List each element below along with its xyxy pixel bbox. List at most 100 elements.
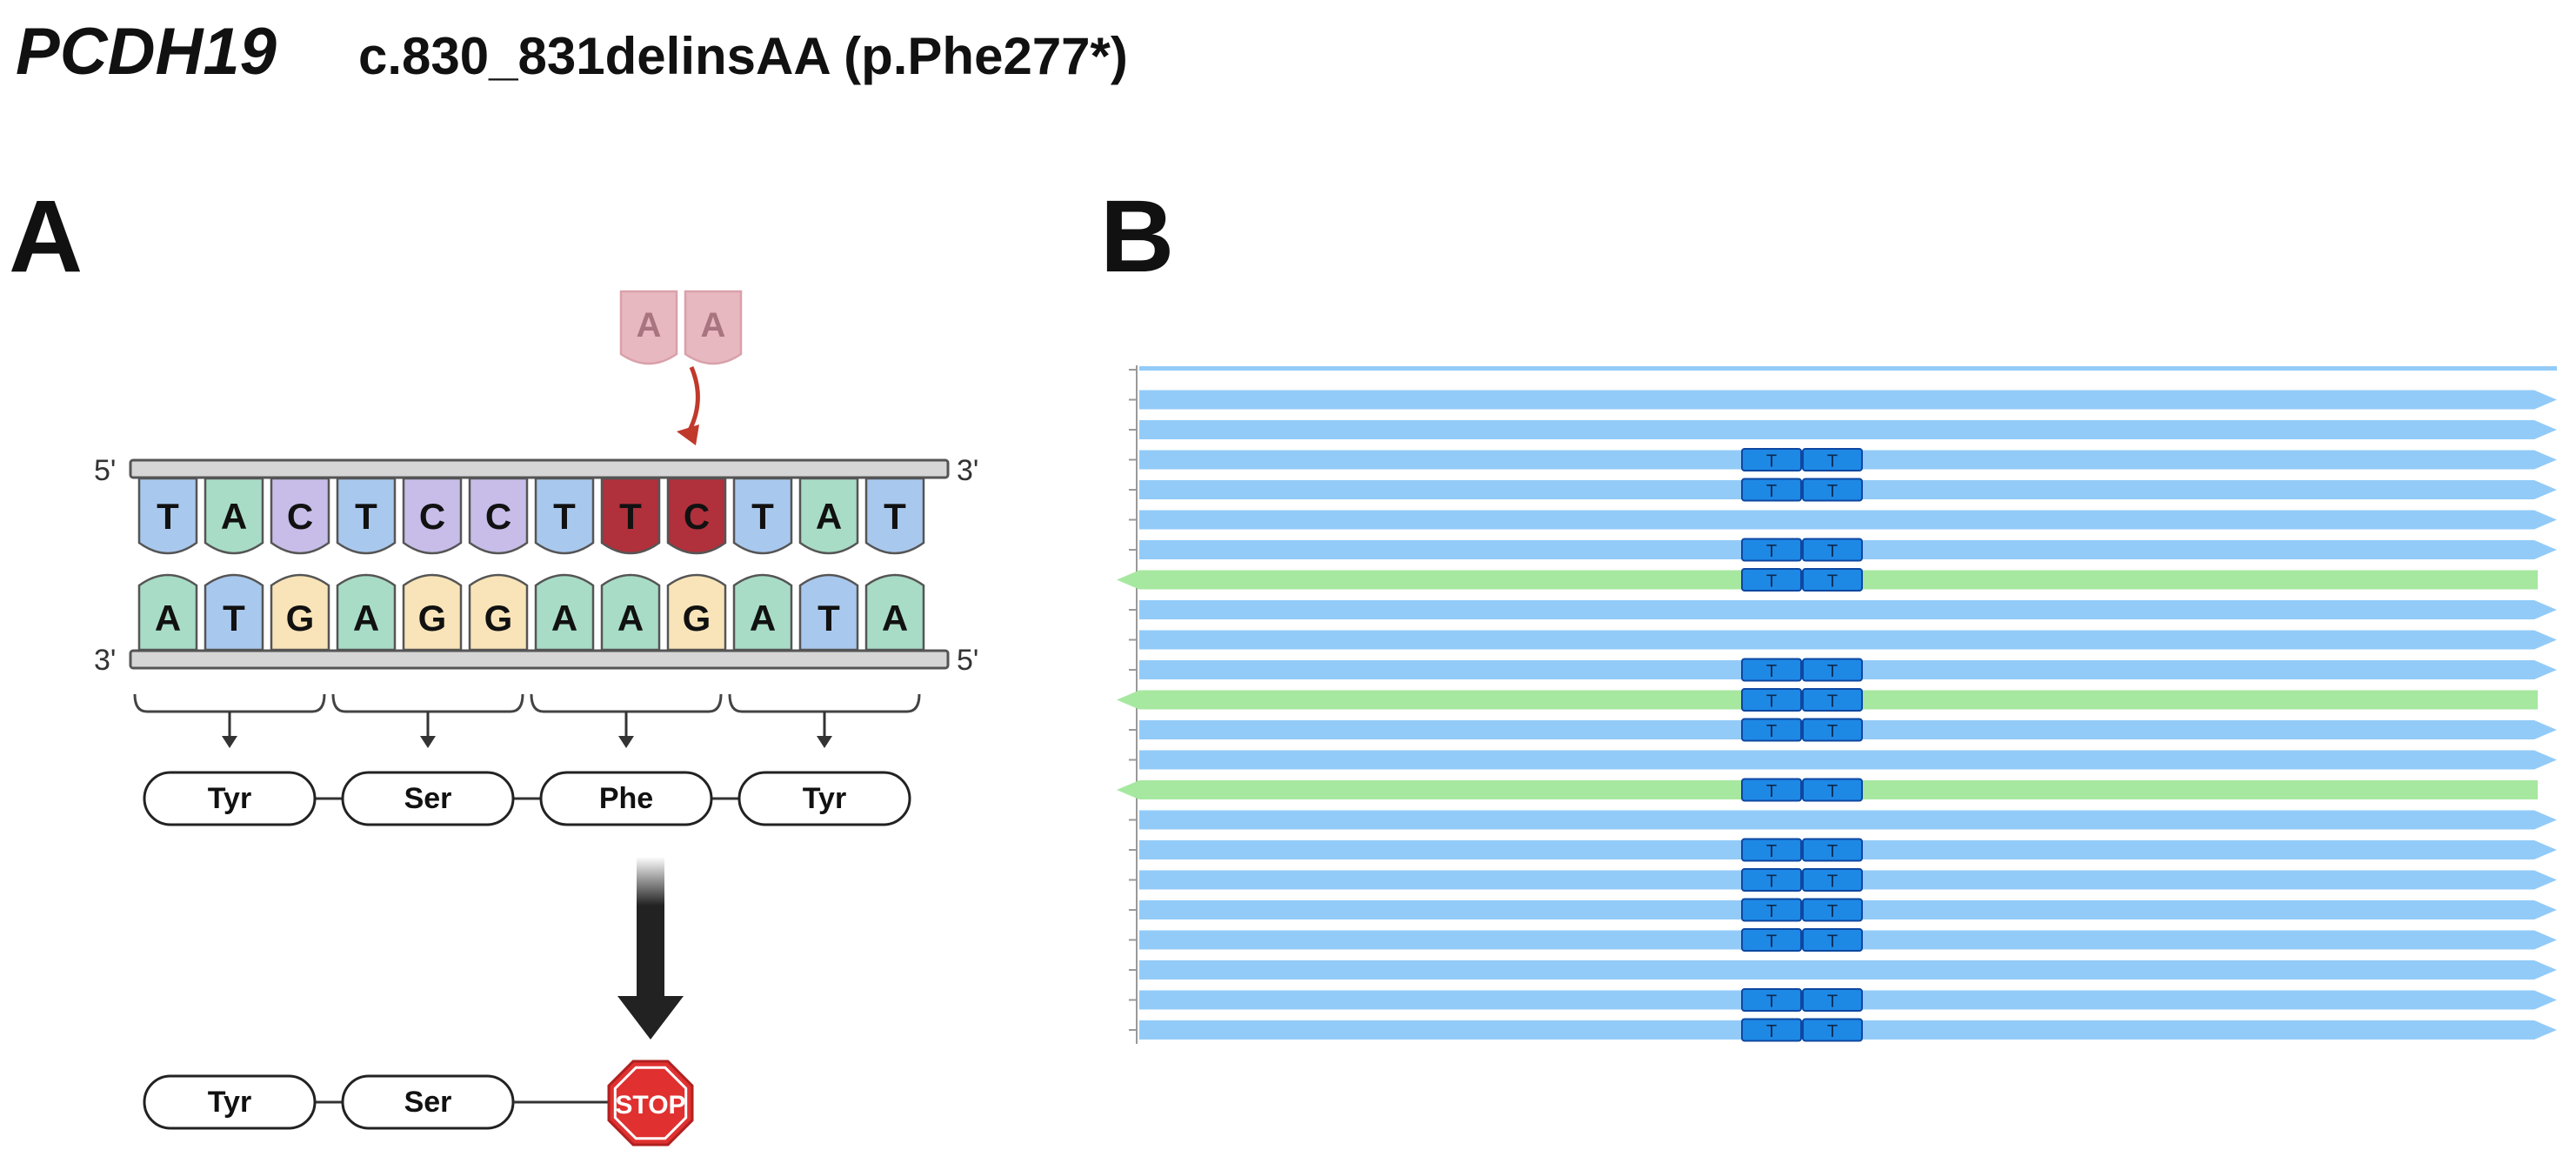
- insertion-base-box: [1741, 448, 1802, 471]
- insertion-base-letter: T: [1766, 662, 1777, 681]
- amino-acid-label: Tyr: [803, 782, 846, 815]
- amino-acid-label: Tyr: [208, 782, 251, 815]
- insertion-base-letter: T: [1766, 872, 1777, 892]
- bottom-base-shape: [534, 573, 595, 652]
- forward-read: [1139, 810, 2557, 830]
- bottom-base-shape: [336, 573, 397, 652]
- insertion-base-letter: T: [1827, 722, 1838, 741]
- amino-acid-box: [341, 771, 515, 826]
- insertion-base-box: [1802, 478, 1863, 502]
- panel-b-label: B: [1100, 179, 1174, 294]
- bottom-base-shape: [798, 573, 859, 652]
- insertion-base-box: [1802, 658, 1863, 682]
- bottom-strand-5prime: 5': [957, 644, 978, 677]
- variant-notation: c.830_831delinsAA (p.Phe277*): [358, 27, 1128, 85]
- insertion-base-box: [1802, 688, 1863, 712]
- bottom-base-shape: [600, 573, 661, 652]
- amino-acid-box: [737, 771, 911, 826]
- stop-sign: STOP: [607, 1060, 694, 1147]
- top-base-shape: [270, 477, 330, 555]
- insertion-base-letter: T: [1766, 542, 1777, 561]
- top-base-shape: [468, 477, 529, 555]
- bottom-base-shape: [468, 573, 529, 652]
- forward-read: [1139, 390, 2557, 410]
- insertion-base-letter: T: [1766, 993, 1777, 1012]
- insertion-base-letter: T: [1766, 782, 1777, 801]
- insertion-base-letter: T: [1827, 542, 1838, 561]
- insertion-base-box: [1802, 988, 1863, 1012]
- amino-acid-box: [143, 1074, 317, 1130]
- insertion-base-box: [1802, 718, 1863, 742]
- top-base-shape: [137, 477, 198, 555]
- top-base-letter: C: [287, 496, 313, 537]
- insertion-base-letter: T: [1827, 452, 1838, 471]
- insertion-base-letter: T: [1827, 572, 1838, 592]
- insertion-base-letter: T: [1766, 933, 1777, 952]
- top-base-letter: C: [684, 496, 710, 537]
- insertion-base-letter: T: [1827, 692, 1838, 712]
- bottom-base-letter: A: [750, 598, 776, 638]
- insertion-base-letter: T: [1766, 572, 1777, 592]
- insertion-base-box: [1802, 838, 1863, 862]
- bottom-base-letter: G: [286, 598, 315, 638]
- stop-label: STOP: [615, 1091, 685, 1120]
- top-base-letter: T: [751, 496, 774, 537]
- bottom-base-letter: T: [223, 598, 245, 638]
- insertion-base-letter: T: [1766, 842, 1777, 861]
- insertion-base-box: [1802, 928, 1863, 952]
- bottom-strand-3prime: 3': [94, 644, 116, 677]
- bottom-base-letter: A: [882, 598, 908, 638]
- forward-read: [1139, 420, 2557, 439]
- insertion-base-letter: T: [1827, 933, 1838, 952]
- top-base-letter: T: [157, 496, 179, 537]
- codon-bracket: [133, 693, 326, 713]
- insertion-base-box: [1741, 868, 1802, 892]
- top-base-letter: T: [884, 496, 906, 537]
- inserted-base-letter: A: [701, 306, 726, 344]
- top-base-shape: [798, 477, 859, 555]
- bottom-base-letter: G: [683, 598, 711, 638]
- bottom-base-shape: [204, 573, 264, 652]
- bottom-base-shape: [864, 573, 925, 652]
- amino-acid-label: Tyr: [208, 1086, 251, 1119]
- amino-acid-box: [539, 771, 713, 826]
- insertion-base-box: [1741, 658, 1802, 682]
- forward-read: [1139, 510, 2557, 530]
- insertion-arrow-head: [677, 425, 699, 445]
- amino-acid-label: Phe: [599, 782, 653, 815]
- top-base-shape: [402, 477, 463, 555]
- read-top-line: [1139, 366, 2557, 371]
- insertion-base-letter: T: [1766, 902, 1777, 921]
- insertion-base-box: [1802, 538, 1863, 562]
- insertion-arrow: [684, 366, 700, 437]
- inserted-base-shape: [684, 290, 743, 365]
- insertion-base-letter: T: [1827, 662, 1838, 681]
- bottom-base-shape: [402, 573, 463, 652]
- top-base-shape: [534, 477, 595, 555]
- top-base-letter: T: [619, 496, 642, 537]
- forward-read: [1139, 750, 2557, 770]
- insertion-base-letter: T: [1766, 482, 1777, 501]
- bottom-base-letter: A: [353, 598, 379, 638]
- insertion-base-box: [1741, 538, 1802, 562]
- top-base-letter: T: [553, 496, 576, 537]
- bottom-base-letter: T: [818, 598, 840, 638]
- insertion-base-box: [1741, 1018, 1802, 1042]
- insertion-base-box: [1741, 778, 1802, 802]
- top-base-shape: [864, 477, 925, 555]
- top-strand-5prime: 5': [94, 454, 116, 487]
- bottom-strand-backbone: [129, 649, 950, 670]
- amino-acid-box: [143, 771, 317, 826]
- insertion-base-box: [1741, 568, 1802, 592]
- amino-acid-label: Ser: [404, 1086, 452, 1119]
- insertion-base-box: [1741, 478, 1802, 502]
- bottom-base-letter: A: [551, 598, 577, 638]
- top-base-letter: C: [419, 496, 445, 537]
- codon-bracket: [530, 693, 723, 713]
- result-arrow-head: [617, 996, 684, 1040]
- inserted-base-shape: [619, 290, 678, 365]
